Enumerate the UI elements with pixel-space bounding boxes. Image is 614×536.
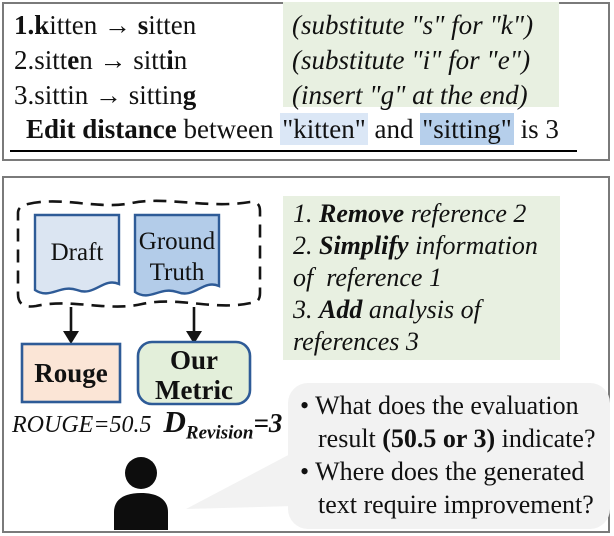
question1-post: indicate? [495, 424, 596, 453]
draft-label: Draft [51, 239, 104, 266]
revision2-num: 2. [293, 231, 319, 260]
summary-tail: is 3 [513, 114, 559, 144]
rouge-box-label: Rouge [34, 358, 108, 388]
edit-distance-panel: 1.kitten → sitten (substitute "s" for "k… [2, 2, 610, 161]
notes-green-highlight [283, 2, 559, 107]
d-value: =3 [253, 408, 283, 438]
revision3-text: analysis of [362, 295, 481, 324]
edit-step-3: 3.sittin → sitting [14, 79, 196, 112]
kitten-highlight: "kitten" [280, 113, 368, 145]
revision2-text: information [408, 231, 538, 260]
person-icon [114, 457, 168, 530]
edit-distance-summary: Edit distance between "kitten" and "sitt… [10, 113, 577, 152]
revision-distance-score: DRevision=3 [164, 404, 283, 443]
edit-note-3: (insert "g" at the end) [292, 80, 528, 110]
sitting-highlight: "sitting" [420, 113, 514, 145]
ground-truth-label-line2: Truth [150, 259, 205, 286]
our-metric-box [136, 340, 252, 406]
step3-bold: g [182, 80, 197, 110]
edit-step-2: 2.sitten → sittin [14, 44, 187, 77]
arrow-down-icon [186, 307, 202, 344]
arrow-down-icon [63, 307, 79, 344]
ground-truth-document-shape [133, 213, 221, 297]
step2-text: 2.sitt [14, 45, 68, 75]
step2-text3: n [173, 45, 188, 75]
revision3-num: 3. [293, 295, 319, 324]
step3-text: 3.sittin → sittin [14, 80, 183, 110]
revision3-cont: references 3 [293, 327, 419, 356]
edit-step-1: 1.kitten → sitten [14, 9, 196, 42]
rouge-score: ROUGE=50.5 [12, 412, 152, 438]
step2-bold: e [67, 45, 80, 75]
revision1-num: 1. [293, 199, 319, 228]
step1-text2: itten [148, 10, 197, 40]
summary-mid1: between [176, 114, 281, 144]
edit-note-2: (substitute "i" for "e") [292, 45, 531, 75]
our-metric-label-line2: Metric [155, 375, 233, 405]
summary-mid2: and [367, 114, 421, 144]
our-metric-label-line1: Our [170, 345, 218, 375]
revision2-cont: of reference 1 [293, 263, 442, 292]
d-symbol: D [163, 404, 186, 439]
question1-pre: What does the evaluation result [315, 391, 579, 453]
step1-bold: 1.k [14, 10, 50, 40]
bullet-icon: • [300, 391, 310, 420]
summary-lead: Edit distance [26, 114, 177, 144]
edit-note-1: (substitute "s" for "k") [292, 10, 534, 40]
d-subscript: Revision [185, 422, 254, 444]
step2-bold2: i [166, 45, 174, 75]
revision-instructions: 1. Remove reference 2 2. Simplify informa… [283, 196, 560, 360]
score-formulas: ROUGE=50.5 DRevision=3 [12, 404, 292, 444]
speech-bubble-tail [186, 452, 294, 509]
question2-text: Where does the generated text require im… [315, 457, 594, 519]
ground-truth-label-line1: Ground [139, 228, 216, 255]
draft-document-shape [33, 213, 121, 295]
question-2: • Where does the generated text require … [300, 455, 602, 521]
question-1: • What does the evaluation result (50.5 … [300, 389, 602, 455]
revision1-text: reference 2 [404, 199, 527, 228]
bullet-icon: • [300, 457, 310, 486]
revision2-verb: Simplify [319, 231, 409, 260]
user-questions-bubble: • What does the evaluation result (50.5 … [288, 383, 610, 529]
metric-diagram: Draft Ground Truth Rouge Our Metric [16, 199, 262, 406]
step1-bold2: s [137, 10, 149, 40]
question1-bold: (50.5 or 3) [382, 424, 496, 453]
rouge-box [20, 342, 122, 404]
metric-comparison-panel: Draft Ground Truth Rouge Our Metric [2, 176, 610, 533]
revision3-verb: Add [319, 295, 363, 324]
step1-text: itten → [49, 10, 138, 40]
revision1-verb: Remove [319, 199, 405, 228]
step2-text2: n → sitt [79, 45, 167, 75]
